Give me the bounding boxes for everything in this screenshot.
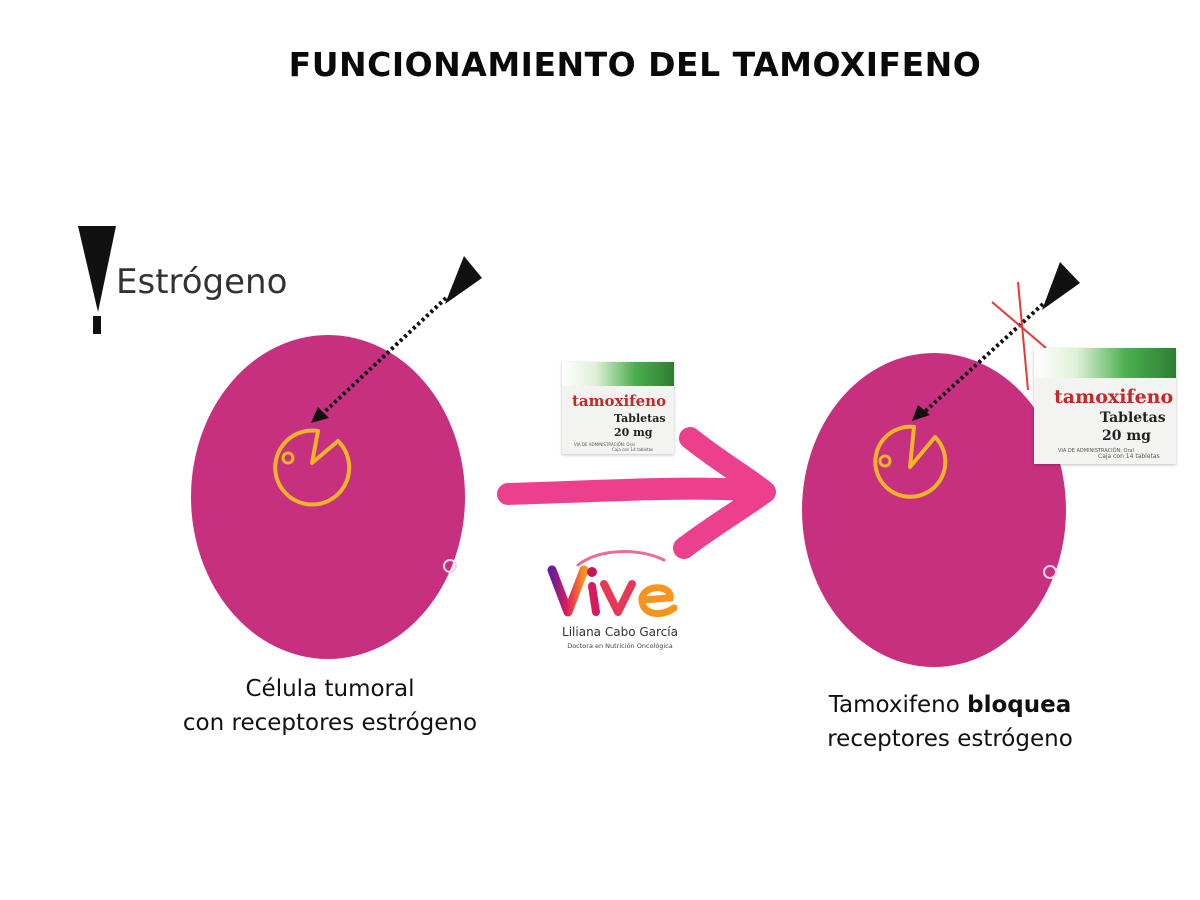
caption-left: Célula tumoral con receptores estrógeno	[130, 672, 530, 740]
caption-left-line2: con receptores estrógeno	[182, 710, 478, 736]
estrogen-path-arrowhead-right	[912, 405, 930, 421]
caption-left-line1: Célula tumoral	[245, 676, 415, 702]
caption-right-bold: bloquea	[967, 692, 1072, 718]
caption-right-pre: Tamoxifeno	[828, 692, 968, 718]
box-small2: Caja con 14 tabletas	[1098, 453, 1160, 460]
box-stripe	[562, 362, 674, 386]
box-brand: tamoxifeno	[572, 392, 667, 410]
estrogen-molecule-left	[445, 256, 482, 304]
cell-mark-icon-right	[1043, 565, 1057, 579]
caption-right-line2: receptores estrógeno	[827, 726, 1073, 752]
box-small1: VIA DE ADMINISTRACIÓN: Oral	[1058, 448, 1134, 454]
transition-arrow	[497, 427, 776, 559]
logo-subtitle: Doctora en Nutrición Oncológica	[567, 642, 673, 650]
caption-right-line1: Tamoxifeno bloquea	[770, 688, 1130, 722]
box-line2: 20 mg	[614, 426, 653, 439]
box-small2: Caja con 14 tabletas	[612, 447, 654, 452]
estrogen-receptor-left	[273, 428, 352, 507]
estrogen-legend-label: Estrógeno	[116, 262, 288, 302]
estrogen-path-right	[918, 302, 1045, 418]
box-brand: tamoxifeno	[1054, 386, 1174, 408]
tumor-cell-right	[802, 353, 1066, 667]
caption-right: Tamoxifeno bloquea receptores estrógeno	[770, 688, 1130, 756]
estrogen-path-arrowhead-left	[311, 407, 329, 423]
cell-mark-icon-left	[443, 559, 457, 573]
box-stripe	[1034, 348, 1176, 379]
estrogen-molecule-right	[1042, 262, 1080, 310]
estrogen-path-left	[316, 296, 448, 420]
page-title: FUNCIONAMIENTO DEL TAMOXIFENO	[288, 45, 982, 84]
tamoxifen-box-large: tamoxifeno Tabletas 20 mg VIA DE ADMINIS…	[1034, 348, 1176, 464]
estrogen-legend-icon	[78, 226, 116, 334]
tamoxifen-box-small: tamoxifeno Tabletas 20 mg VIA DE ADMINIS…	[562, 362, 674, 454]
vive-logo-icon	[547, 550, 678, 618]
estrogen-receptor-right	[873, 424, 948, 499]
box-small1: VIA DE ADMINISTRACIÓN: Oral	[574, 442, 635, 447]
box-line1: Tabletas	[614, 412, 666, 425]
logo-name: Liliana Cabo García	[562, 625, 678, 639]
blocked-cross-icon	[991, 281, 1047, 391]
box-line2: 20 mg	[1102, 428, 1151, 444]
box-line1: Tabletas	[1100, 410, 1166, 426]
tumor-cell-left	[191, 335, 465, 659]
